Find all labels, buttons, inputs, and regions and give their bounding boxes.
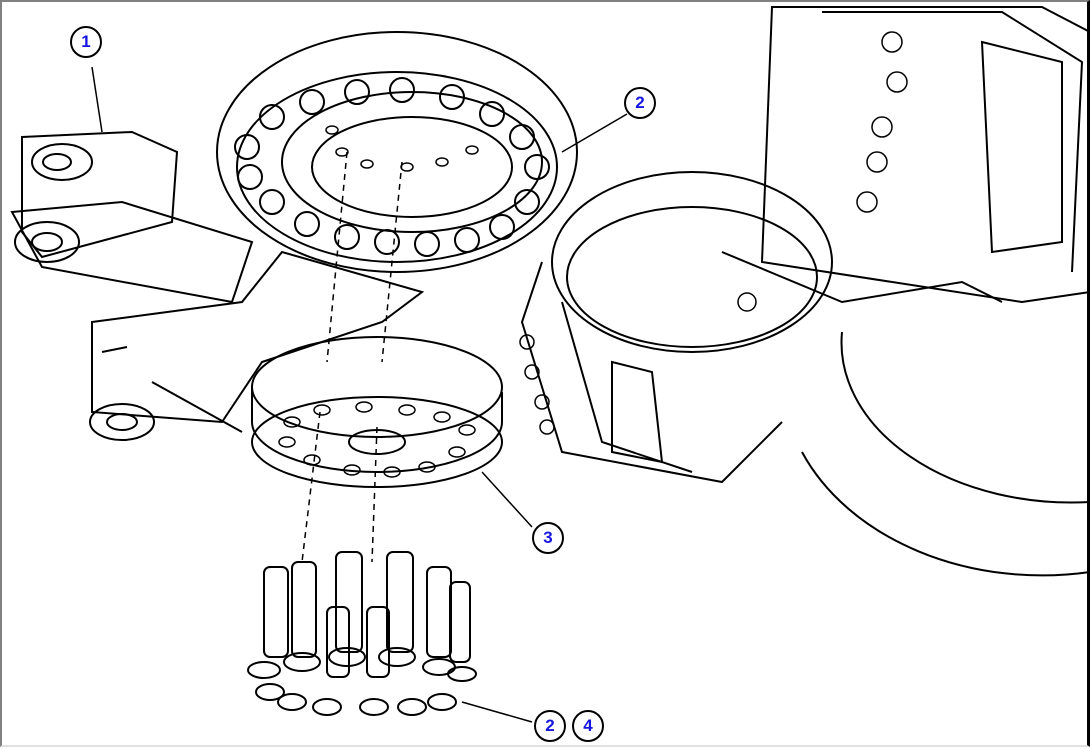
axle-housing-drawing bbox=[10, 130, 425, 441]
spacer-plate-drawing bbox=[251, 336, 503, 488]
callout-2-bearing-bolts[interactable]: 2 bbox=[624, 87, 656, 119]
leader-lines bbox=[91, 66, 628, 723]
alignment-lines bbox=[301, 151, 403, 563]
bolts-drawing bbox=[247, 551, 477, 716]
callout-1[interactable]: 1 bbox=[70, 26, 102, 58]
final-drive-drawing bbox=[519, 6, 1090, 577]
callout-4[interactable]: 4 bbox=[572, 710, 604, 742]
bearing-ring-drawing bbox=[216, 31, 578, 273]
callout-2-loose-bolts[interactable]: 2 bbox=[534, 710, 566, 742]
callout-3[interactable]: 3 bbox=[532, 522, 564, 554]
